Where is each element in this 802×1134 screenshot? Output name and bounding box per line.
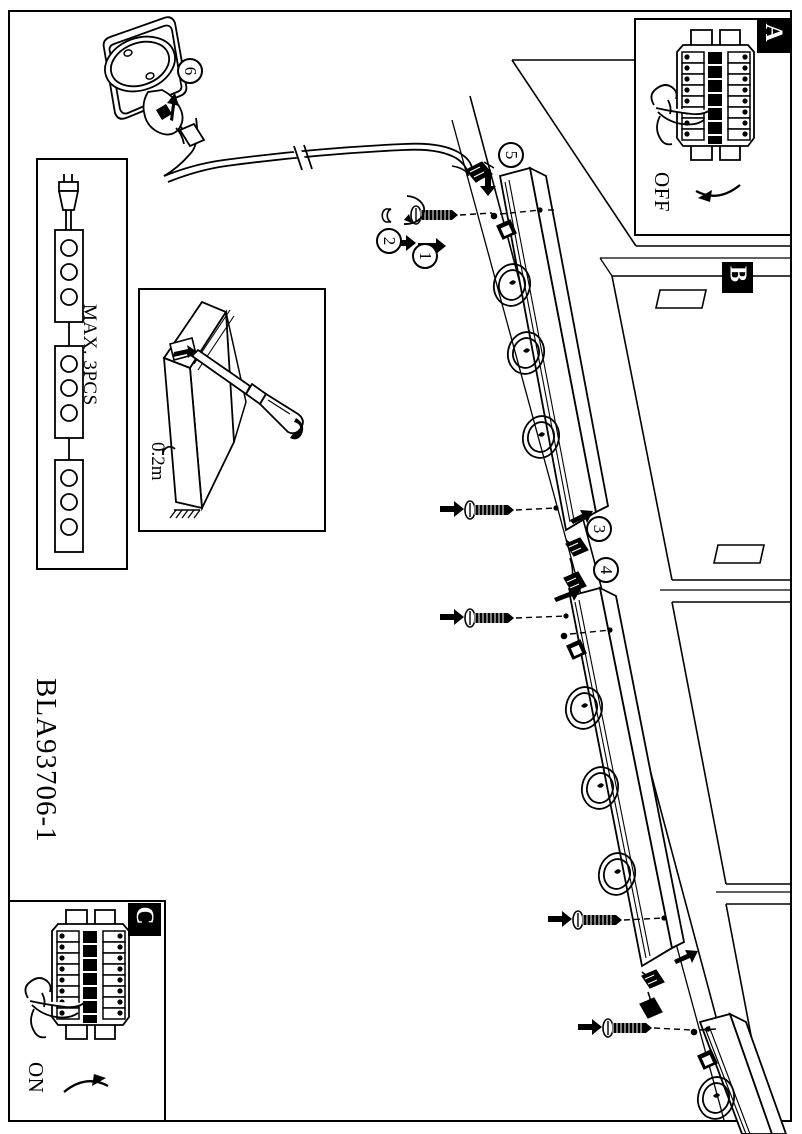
off-arrow <box>695 184 741 197</box>
push-arrow-5 <box>578 1019 602 1035</box>
push-arrow-2 <box>440 501 464 517</box>
lead-lower <box>639 969 665 1019</box>
panel-badge-a: A <box>757 20 790 53</box>
panel-a-caption: OFF <box>650 172 674 213</box>
screw-5 <box>602 1018 652 1038</box>
insert-arrow-step4 <box>554 588 581 602</box>
page-border <box>8 10 792 1122</box>
screw-4 <box>572 910 622 930</box>
insert-arrow-step3 <box>570 510 593 524</box>
panel-breaker-off: OFF <box>634 18 792 236</box>
step-number-2: 2 <box>376 228 402 254</box>
step-number-3: 3 <box>586 516 612 542</box>
screw-3 <box>464 608 514 628</box>
insert-arrow-step5 <box>480 170 496 196</box>
step-number-4: 4 <box>593 557 619 583</box>
step-number-6: 6 <box>177 58 203 84</box>
rotation-arrow <box>403 195 426 225</box>
panel-breaker-on: ON <box>8 900 166 1122</box>
push-arrow-3 <box>440 609 464 625</box>
lead-step3 <box>563 537 589 593</box>
product-code: BLA93706-1 <box>30 678 62 843</box>
panel-badge-b: B <box>722 262 753 293</box>
push-arrow-step2 <box>388 235 416 251</box>
height-arc-icon <box>162 445 176 456</box>
power-strip-caption: MAX. 3PCS <box>79 304 100 406</box>
panel-c-caption: ON <box>24 1062 48 1094</box>
panel-screwdriver: 0.2m <box>138 288 326 532</box>
panel-power-strip: MAX. 3PCS <box>36 158 128 570</box>
wall-anchor-top <box>381 208 392 223</box>
step-number-5: 5 <box>498 142 524 168</box>
insert-arrow-lower <box>674 950 698 964</box>
hand-icon <box>650 84 711 146</box>
push-arrow-4 <box>548 911 572 927</box>
ground-symbol <box>169 509 201 519</box>
push-arrow-step6 <box>167 93 179 121</box>
screw-2 <box>464 500 514 520</box>
hand-icon <box>24 977 85 1039</box>
on-arrow <box>63 1080 109 1093</box>
step-number-1: 1 <box>412 243 438 269</box>
panel-badge-c: C <box>128 903 161 936</box>
